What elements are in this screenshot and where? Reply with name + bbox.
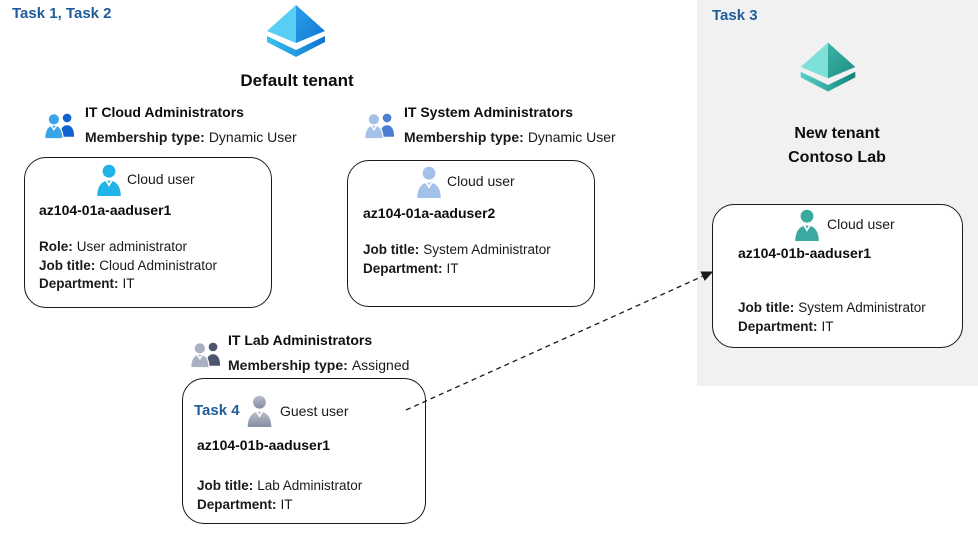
user-type-label: Cloud user	[447, 173, 515, 189]
new-tenant-name-line1: New tenant	[794, 125, 880, 142]
user-card-aaduser1: Cloud user az104-01a-aaduser1 Role:User …	[24, 157, 272, 308]
cloud-user-icon	[416, 166, 442, 198]
user-name: az104-01a-aaduser2	[363, 205, 496, 221]
cloud-user-icon	[96, 164, 122, 196]
user-detail-department: Department:IT	[39, 276, 135, 291]
user-details: Job title:Lab Administrator Department:I…	[197, 477, 362, 514]
user-details: Role:User administrator Job title:Cloud …	[39, 238, 217, 294]
user-detail-department: Department:IT	[363, 260, 459, 276]
task-4-label: Task 4	[194, 402, 240, 419]
user-details: Job title:System Administrator Departmen…	[363, 241, 551, 278]
guest-user-card: Task 4 Guest user az104-01b-aaduser1 Job…	[182, 378, 426, 524]
user-detail-job-title: Job title:System Administrator	[363, 242, 551, 257]
user-type-label: Cloud user	[827, 216, 895, 232]
cloud-user-icon	[794, 209, 820, 241]
membership-type-label: Membership type:	[404, 129, 524, 145]
user-group-icon-cloud-admins	[44, 110, 76, 140]
user-detail-job-title: Job title:System Administrator	[738, 300, 926, 315]
membership-type-it-lab: Membership type:Assigned	[228, 357, 409, 373]
membership-type-label: Membership type:	[85, 129, 205, 145]
group-name-it-cloud-administrators: IT Cloud Administrators	[85, 104, 244, 120]
default-tenant-icon	[262, 4, 330, 60]
user-group-icon-lab-admins	[190, 339, 222, 369]
membership-type-label: Membership type:	[228, 357, 348, 373]
user-detail-role: Role:User administrator	[39, 239, 188, 254]
user-detail-department: Department:IT	[738, 318, 834, 334]
guest-user-icon	[246, 395, 273, 427]
user-card-aaduser2: Cloud user az104-01a-aaduser2 Job title:…	[347, 160, 595, 307]
user-group-icon-system-admins	[364, 110, 396, 140]
membership-type-value: Dynamic User	[527, 129, 616, 145]
group-name-it-system-administrators: IT System Administrators	[404, 104, 574, 120]
task-3-label: Task 3	[712, 7, 758, 24]
user-name: az104-01b-aaduser1	[197, 437, 331, 453]
user-type-label: Guest user	[280, 403, 349, 419]
group-name-it-lab-administrators: IT Lab Administrators	[228, 332, 373, 348]
default-tenant-name: Default tenant	[240, 71, 354, 90]
user-name: az104-01a-aaduser1	[39, 202, 172, 218]
membership-type-value: Dynamic User	[208, 129, 297, 145]
user-detail-job-title: Job title:Lab Administrator	[197, 478, 363, 493]
user-detail-department: Department:IT	[197, 496, 293, 512]
membership-type-value: Assigned	[351, 357, 410, 373]
task-1-2-label: Task 1, Task 2	[12, 5, 112, 22]
new-tenant-icon	[796, 40, 860, 96]
new-tenant-name-line2: Contoso Lab	[788, 149, 886, 166]
user-detail-job-title: Job title:Cloud Administrator	[39, 257, 218, 273]
membership-type-it-cloud: Membership type:Dynamic User	[85, 129, 297, 145]
user-type-label: Cloud user	[127, 171, 195, 187]
user-name: az104-01b-aaduser1	[738, 245, 872, 261]
new-tenant-cloud-user-card: Cloud user az104-01b-aaduser1 Job title:…	[712, 204, 963, 348]
user-details: Job title:System Administrator Departmen…	[738, 299, 926, 336]
membership-type-it-system: Membership type:Dynamic User	[404, 129, 616, 145]
